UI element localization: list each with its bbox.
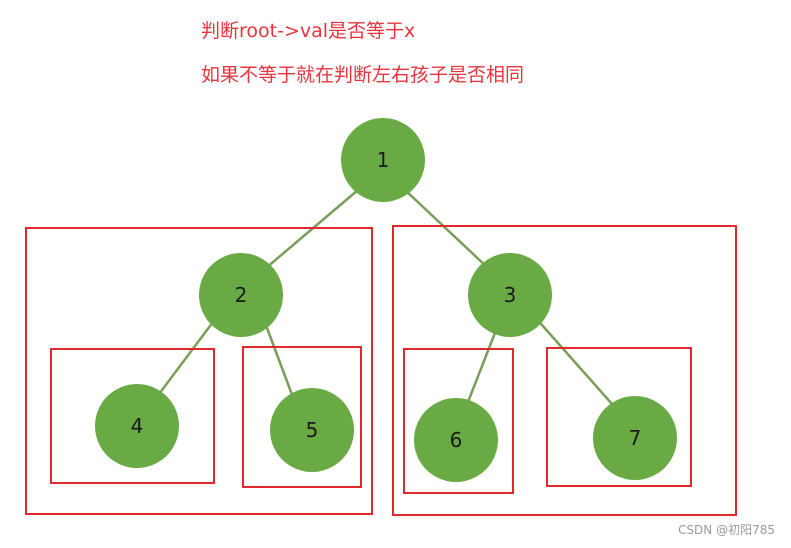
right-subtree-box — [392, 225, 737, 516]
edge-2-5 — [262, 319, 296, 401]
node-label-1: 1 — [377, 148, 390, 172]
watermark: CSDN @初阳785 — [678, 523, 775, 537]
tree-node-4: 4 — [95, 384, 179, 468]
left-subtree-box — [25, 227, 373, 515]
edge-2-4 — [155, 317, 217, 399]
node-label-6: 6 — [450, 428, 463, 452]
tree-node-3: 3 — [468, 253, 552, 337]
node-label-2: 2 — [235, 283, 248, 307]
node-5-box — [242, 346, 362, 488]
node-label-5: 5 — [306, 418, 319, 442]
annotation-line-2: 如果不等于就在判断左右孩子是否相同 — [201, 64, 525, 86]
node-label-4: 4 — [131, 414, 144, 438]
tree-node-2: 2 — [199, 253, 283, 337]
highlight-boxes — [25, 225, 737, 516]
tree-node-7: 7 — [593, 396, 677, 480]
node-label-3: 3 — [504, 283, 517, 307]
node-6-box — [403, 348, 514, 494]
tree-node-6: 6 — [414, 398, 498, 482]
node-4-box — [50, 348, 215, 484]
node-7-box — [546, 347, 692, 487]
node-label-7: 7 — [629, 426, 642, 450]
edge-1-3 — [404, 189, 489, 269]
edge-3-7 — [533, 315, 613, 405]
tree-node-1: 1 — [341, 118, 425, 202]
annotation-line-1: 判断root->val是否等于x — [201, 20, 416, 42]
tree-node-5: 5 — [270, 388, 354, 472]
